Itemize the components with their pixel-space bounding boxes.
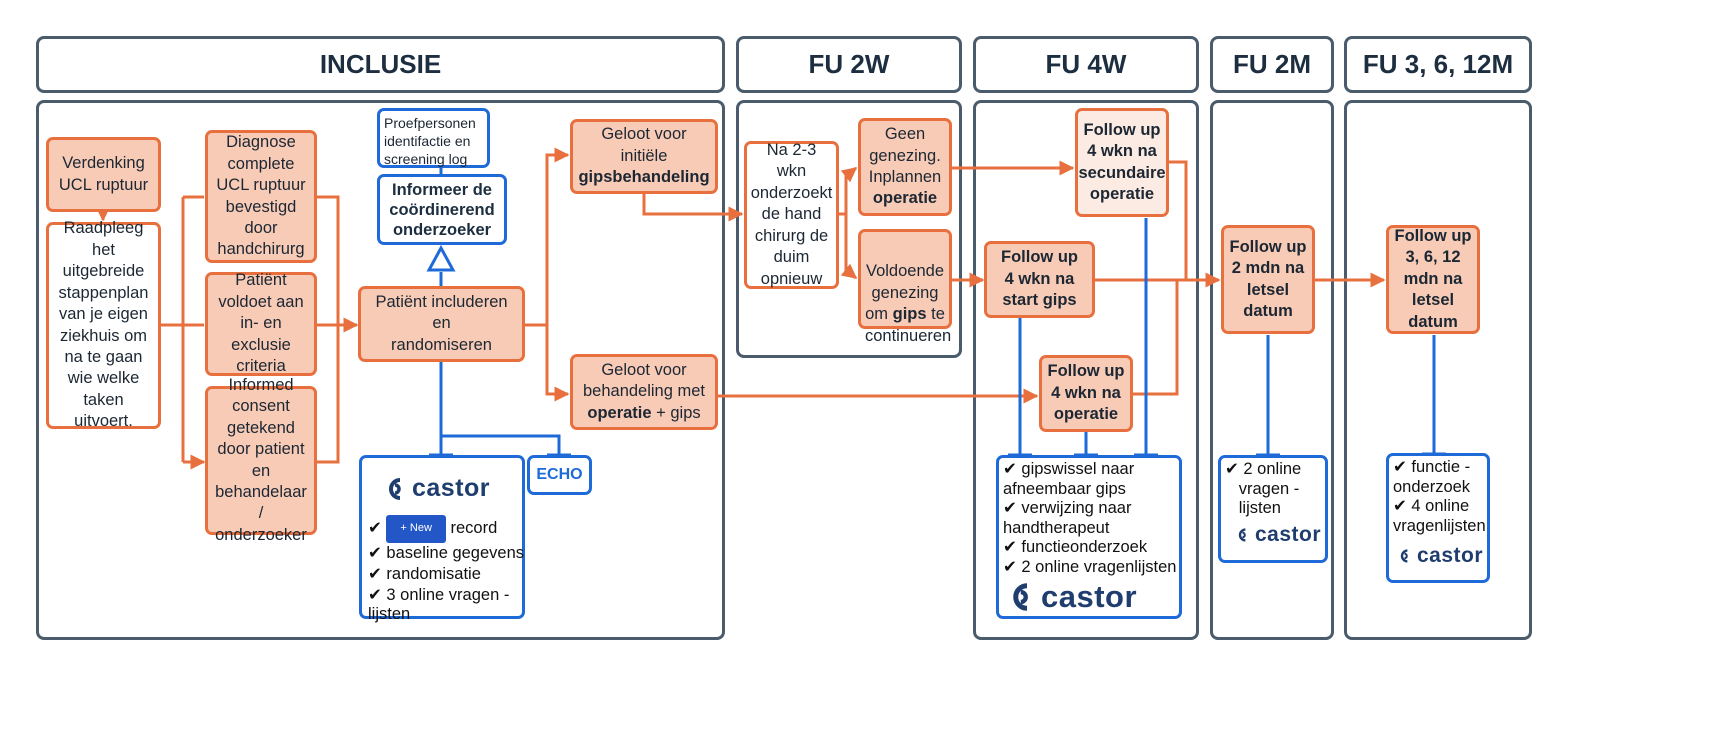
box-geloot-gips: Geloot voor initiële gipsbehandeling (570, 119, 718, 194)
arrow-hand-geen (838, 166, 858, 216)
castor-card-fu4w: ✔ gipswissel naar afneembaar gips ✔ verw… (996, 455, 1182, 619)
box-diagnose: Diagnose complete UCL ruptuur bevestigd … (205, 130, 317, 263)
header-fu-2m: FU 2M (1210, 36, 1334, 93)
box-informeer: Informeer de coördinerend onderzoeker (377, 174, 507, 245)
box-criteria: Patiënt voldoet aan in- en exclusie crit… (205, 271, 317, 376)
new-record-button[interactable]: + New (386, 515, 446, 543)
blue-fu4w-startgips (1008, 318, 1032, 457)
panel-fu-2m (1210, 100, 1334, 640)
castor-logo: castor (386, 474, 516, 503)
blue-fu3612m (1422, 335, 1446, 456)
castor-logo-icon (389, 477, 401, 500)
blue-includeren-castor (429, 362, 453, 457)
box-fu-3-6-12m: Follow up 3, 6, 12 mdn na letsel datum (1386, 225, 1480, 334)
box-echo: ECHO (527, 455, 592, 495)
castor-card-inclusie: castor ✔ + New record ✔ baseline gegeven… (359, 455, 525, 623)
arrow-includeren-operatie (545, 325, 570, 402)
box-consent: Informed consent getekend door patient e… (205, 376, 317, 544)
arrow-secundaire-fu2m (1169, 160, 1188, 280)
castor-logo: castor (1237, 523, 1321, 547)
panel-fu-3-6-12m (1344, 100, 1532, 640)
panel-inclusie (36, 100, 725, 640)
arrow-includeren-split (525, 147, 570, 327)
box-fu-start-gips: Follow up 4 wkn na start gips (984, 241, 1095, 318)
blue-fu2m (1256, 335, 1280, 457)
castor-logo: castor (1009, 579, 1175, 615)
box-verdenking: Verdenking UCL ruptuur (46, 137, 161, 212)
arrow-hand-voldoende (840, 214, 858, 280)
panel-fu-4w (973, 100, 1199, 640)
blue-includeren-echo (441, 434, 571, 457)
box-geen-genezing: Geen genezing. Inplannen operatie (858, 118, 952, 216)
box-proefpersonen: Proefpersonen identifactie en screening … (377, 108, 490, 168)
box-fu-na-operatie: Follow up 4 wkn na operatie (1039, 355, 1133, 432)
arrow-gips-to-hand (642, 194, 744, 222)
header-fu-2w: FU 2W (736, 36, 962, 93)
box-fu-secundaire: Follow up 4 wkn na secundaire operatie (1075, 108, 1169, 217)
box-hand-onderzoek: Na 2-3 wkn onderzoekt de hand chirurg de… (744, 141, 839, 289)
box-geloot-operatie: Geloot voor behandeling met operatie + g… (570, 354, 718, 430)
box-voldoende-genezing: Voldoende genezing om gips te continuere… (858, 229, 952, 345)
box-includeren: Patiënt includeren en randomiseren (358, 286, 525, 362)
castor-logo: castor (1399, 544, 1483, 568)
castor-logo-icon (1013, 583, 1028, 611)
blue-fu4w-secundaire (1134, 218, 1158, 457)
castor-card-fu2m: ✔ 2 online vragen - lijsten castor (1218, 455, 1328, 563)
header-fu-4w: FU 4W (973, 36, 1199, 93)
arrow-naoperatie-fu2m (1133, 280, 1179, 396)
header-fu-3-6-12m: FU 3, 6, 12M (1344, 36, 1532, 93)
castor-logo-icon (1400, 549, 1408, 563)
box-raadpleeg: Raadpleeg het uitgebreide stappenplan va… (46, 219, 161, 430)
castor-card-fu3612m: ✔ functie - onderzoek ✔ 4 online vragenl… (1386, 453, 1490, 583)
arrow-raadpleeg-fanout (160, 195, 204, 462)
castor-logo-icon (1238, 527, 1246, 542)
box-fu-2m: Follow up 2 mdn na letsel datum (1221, 225, 1315, 334)
blue-fu4w-naoperatie (1074, 432, 1098, 457)
blue-triangle-head (426, 244, 456, 272)
panel-fu-2w (736, 100, 962, 358)
header-inclusie: INCLUSIE (36, 36, 725, 93)
arrow-bracket-includeren (317, 195, 357, 464)
